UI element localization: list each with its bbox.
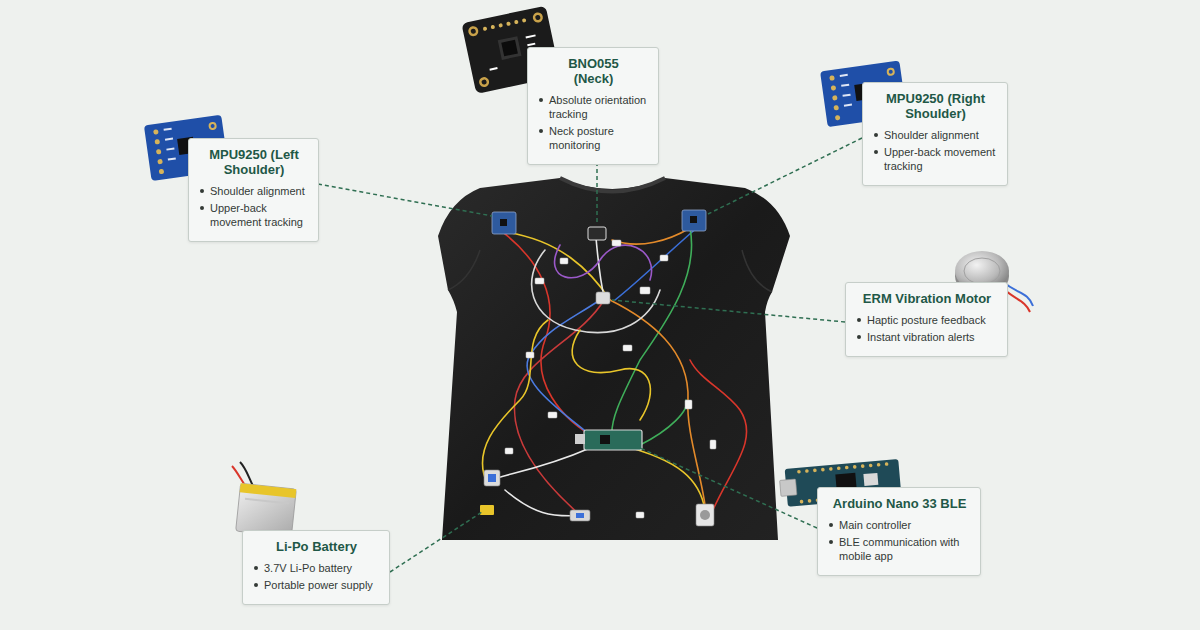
callout-box: MPU9250 (Right Shoulder) Shoulder alignme… — [862, 82, 1008, 186]
callout-bullet: Absolute orientation tracking — [538, 93, 649, 121]
callout-box: ERM Vibration MotorHaptic posture feedba… — [845, 282, 1008, 357]
callout-heading: Li-Po Battery — [253, 539, 380, 554]
callout-heading: BNO055 (Neck) — [551, 56, 637, 86]
callout-heading: MPU9250 (Right Shoulder) — [882, 91, 990, 121]
callout-heading: MPU9250 (Left Shoulder) — [199, 147, 309, 177]
callout-bullet: Portable power supply — [253, 578, 380, 592]
callout-bullet: Haptic posture feedback — [856, 313, 998, 327]
callout-bullet: Instant vibration alerts — [856, 330, 998, 344]
callout-box: Li-Po Battery 3.7V Li-Po batteryPortable … — [242, 530, 390, 605]
callout-bullet: BLE communication with mobile app — [828, 535, 971, 563]
callout-heading: ERM Vibration Motor — [856, 291, 998, 306]
callout-bullet: Shoulder alignment — [873, 128, 998, 142]
callout-heading: Arduino Nano 33 BLE — [828, 496, 971, 511]
callout-bullet: Neck posture monitoring — [538, 124, 649, 152]
callout-box: MPU9250 (Left Shoulder) Shoulder alignmen… — [188, 138, 319, 242]
callout-box: Arduino Nano 33 BLE Main controllerBLE co… — [817, 487, 981, 576]
callout-bullet: Upper-back movement tracking — [199, 201, 309, 229]
callout-bullet: Shoulder alignment — [199, 184, 309, 198]
callout-bullet: 3.7V Li-Po battery — [253, 561, 380, 575]
callout-bullet: Upper-back movement tracking — [873, 145, 998, 173]
callout-bullet: Main controller — [828, 518, 971, 532]
callout-box: BNO055 (Neck) Absolute orientation tracki… — [527, 47, 659, 165]
